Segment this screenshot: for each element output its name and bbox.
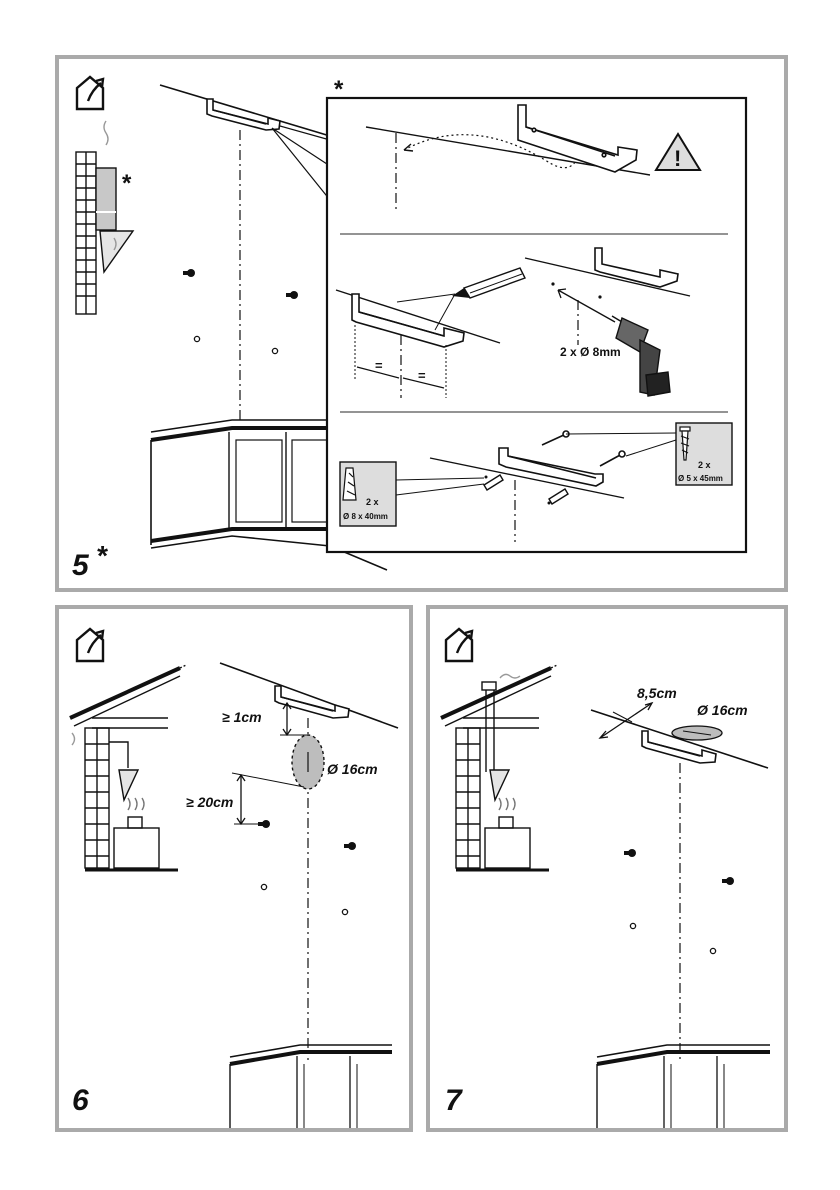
house-exhaust-icon	[75, 75, 105, 111]
wall-holes	[629, 922, 717, 955]
house-side-view	[75, 120, 135, 315]
house-asterisk: *	[122, 170, 132, 197]
wall-plug-icon-lower	[483, 474, 569, 505]
detail-section-fixing: 2 x Ø 8 x 40mm 2 x Ø 5 x 45mm	[339, 422, 733, 542]
dimension-gap-top	[280, 701, 308, 737]
pencil-icon	[452, 267, 526, 299]
ceiling-line	[159, 84, 331, 137]
offset-label: 8,5cm	[637, 685, 677, 701]
warning-triangle-icon: !	[654, 132, 702, 171]
wall-screws	[624, 849, 734, 885]
panel-step-5: *	[55, 55, 788, 592]
hole-diameter-label: Ø 16cm	[327, 761, 378, 777]
step-5-asterisk: *	[96, 540, 108, 571]
wall-bracket	[641, 730, 717, 764]
dimension-gap-bottom	[231, 772, 305, 826]
wall-bracket	[206, 98, 281, 131]
wall-plug-icon	[342, 467, 357, 501]
bracket-detail	[517, 104, 638, 173]
ceiling-line	[219, 662, 399, 729]
panel-step-7: 8,5cm Ø 16cm 7	[426, 605, 788, 1132]
step-7-number: 7	[445, 1084, 463, 1117]
step-6-number: 6	[72, 1084, 89, 1117]
wall-screws	[258, 820, 356, 850]
wall-holes	[260, 883, 349, 916]
wall-holes	[193, 335, 279, 355]
ceiling-line	[590, 709, 769, 769]
wall-cabinet	[596, 1044, 770, 1128]
drill-label: 2 x Ø 8mm	[560, 345, 621, 359]
plug-size: Ø 8 x 40mm	[343, 512, 388, 521]
panel-step-6: ≥ 1cm Ø 16cm ≥ 20cm 6	[55, 605, 413, 1132]
gap-bottom-label: ≥ 20cm	[186, 794, 233, 810]
plug-quantity: 2 x	[366, 497, 379, 507]
screw-icon	[679, 426, 691, 461]
bracket-upper	[594, 247, 679, 288]
house-side-view	[440, 664, 558, 872]
detail-section-marking: = = 2 x Ø 8mm	[335, 247, 691, 398]
house-exhaust-icon	[75, 627, 105, 663]
detail-section-positioning: !	[365, 104, 702, 212]
panel-5-frame	[55, 55, 788, 592]
detail-asterisk: *	[334, 76, 344, 103]
panel-6-frame	[55, 605, 413, 1132]
screw-quantity: 2 x	[698, 460, 711, 470]
house-side-view	[69, 664, 187, 872]
drill-icon	[611, 315, 671, 397]
screw-size: Ø 5 x 45mm	[678, 474, 723, 483]
hole-diameter-label: Ø 16cm	[697, 702, 748, 718]
wall-bracket	[274, 685, 350, 719]
gap-top-label: ≥ 1cm	[222, 709, 262, 725]
house-exhaust-icon	[444, 627, 474, 663]
equal-mark-left: =	[375, 358, 383, 373]
svg-text:!: !	[674, 146, 681, 171]
wall-screws	[183, 269, 298, 299]
bracket-fixed	[498, 447, 604, 487]
wall-cabinet	[229, 1044, 392, 1128]
panel-7-frame	[426, 605, 788, 1132]
equal-mark-right: =	[418, 368, 426, 383]
step-5-number: 5	[72, 549, 90, 582]
bracket-mark	[351, 293, 465, 348]
dimension-offset	[598, 701, 654, 739]
